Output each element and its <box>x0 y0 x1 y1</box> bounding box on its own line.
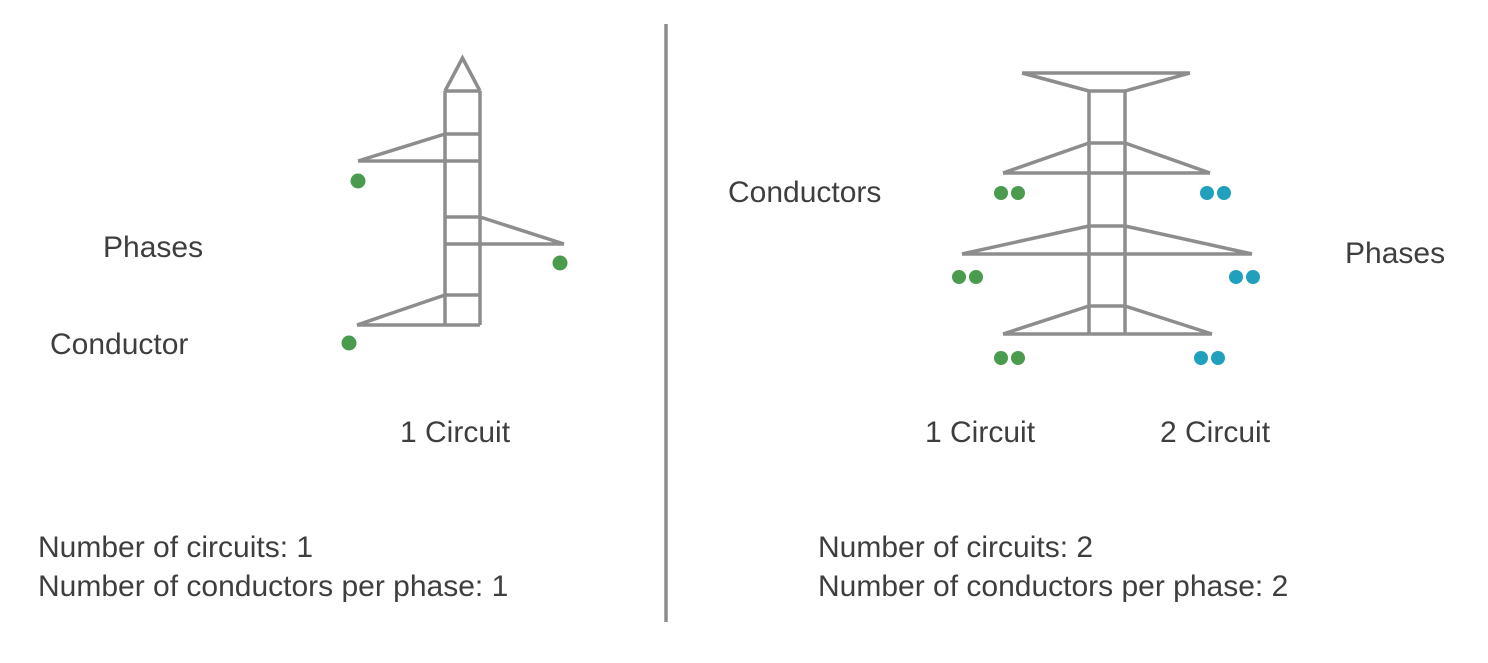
conductor-dot <box>1194 351 1208 365</box>
right-caption-line2: Number of conductors per phase: 2 <box>818 570 1289 603</box>
double-tower-conductor-dots <box>952 186 1260 365</box>
single-tower-conductor-dots <box>341 173 568 351</box>
conductor-dot <box>341 335 357 351</box>
double-tower-structure <box>961 71 1253 336</box>
right-conductors-label: Conductors <box>728 176 882 209</box>
right-circuit1-label: 1 Circuit <box>925 416 1036 449</box>
left-phases-label: Phases <box>103 231 204 264</box>
right-phases-label: Phases <box>1345 237 1446 270</box>
left-conductor-label: Conductor <box>50 328 189 361</box>
conductor-dot <box>1211 351 1225 365</box>
left-circuit-label: 1 Circuit <box>400 416 511 449</box>
conductor-dot <box>994 351 1008 365</box>
conductor-dot <box>952 270 966 284</box>
conductor-dot <box>552 255 568 271</box>
double-circuit-tower <box>952 71 1260 365</box>
left-caption: Number of circuits: 1 Number of conducto… <box>38 528 508 606</box>
right-caption-line1: Number of circuits: 2 <box>818 531 1094 564</box>
left-caption-line2: Number of conductors per phase: 1 <box>38 570 509 603</box>
conductor-dot <box>1217 186 1231 200</box>
single-tower-structure <box>356 54 565 327</box>
conductor-dot <box>1200 186 1214 200</box>
conductor-dot <box>969 270 983 284</box>
conductor-dot <box>350 173 366 189</box>
conductor-dot <box>994 186 1008 200</box>
single-circuit-tower <box>341 54 568 351</box>
conductor-dot <box>1011 351 1025 365</box>
conductor-dot <box>1011 186 1025 200</box>
conductor-dot <box>1229 270 1243 284</box>
right-circuit2-label: 2 Circuit <box>1160 416 1271 449</box>
left-caption-line1: Number of circuits: 1 <box>38 531 314 564</box>
conductor-dot <box>1246 270 1260 284</box>
right-caption: Number of circuits: 2 Number of conducto… <box>818 528 1288 606</box>
